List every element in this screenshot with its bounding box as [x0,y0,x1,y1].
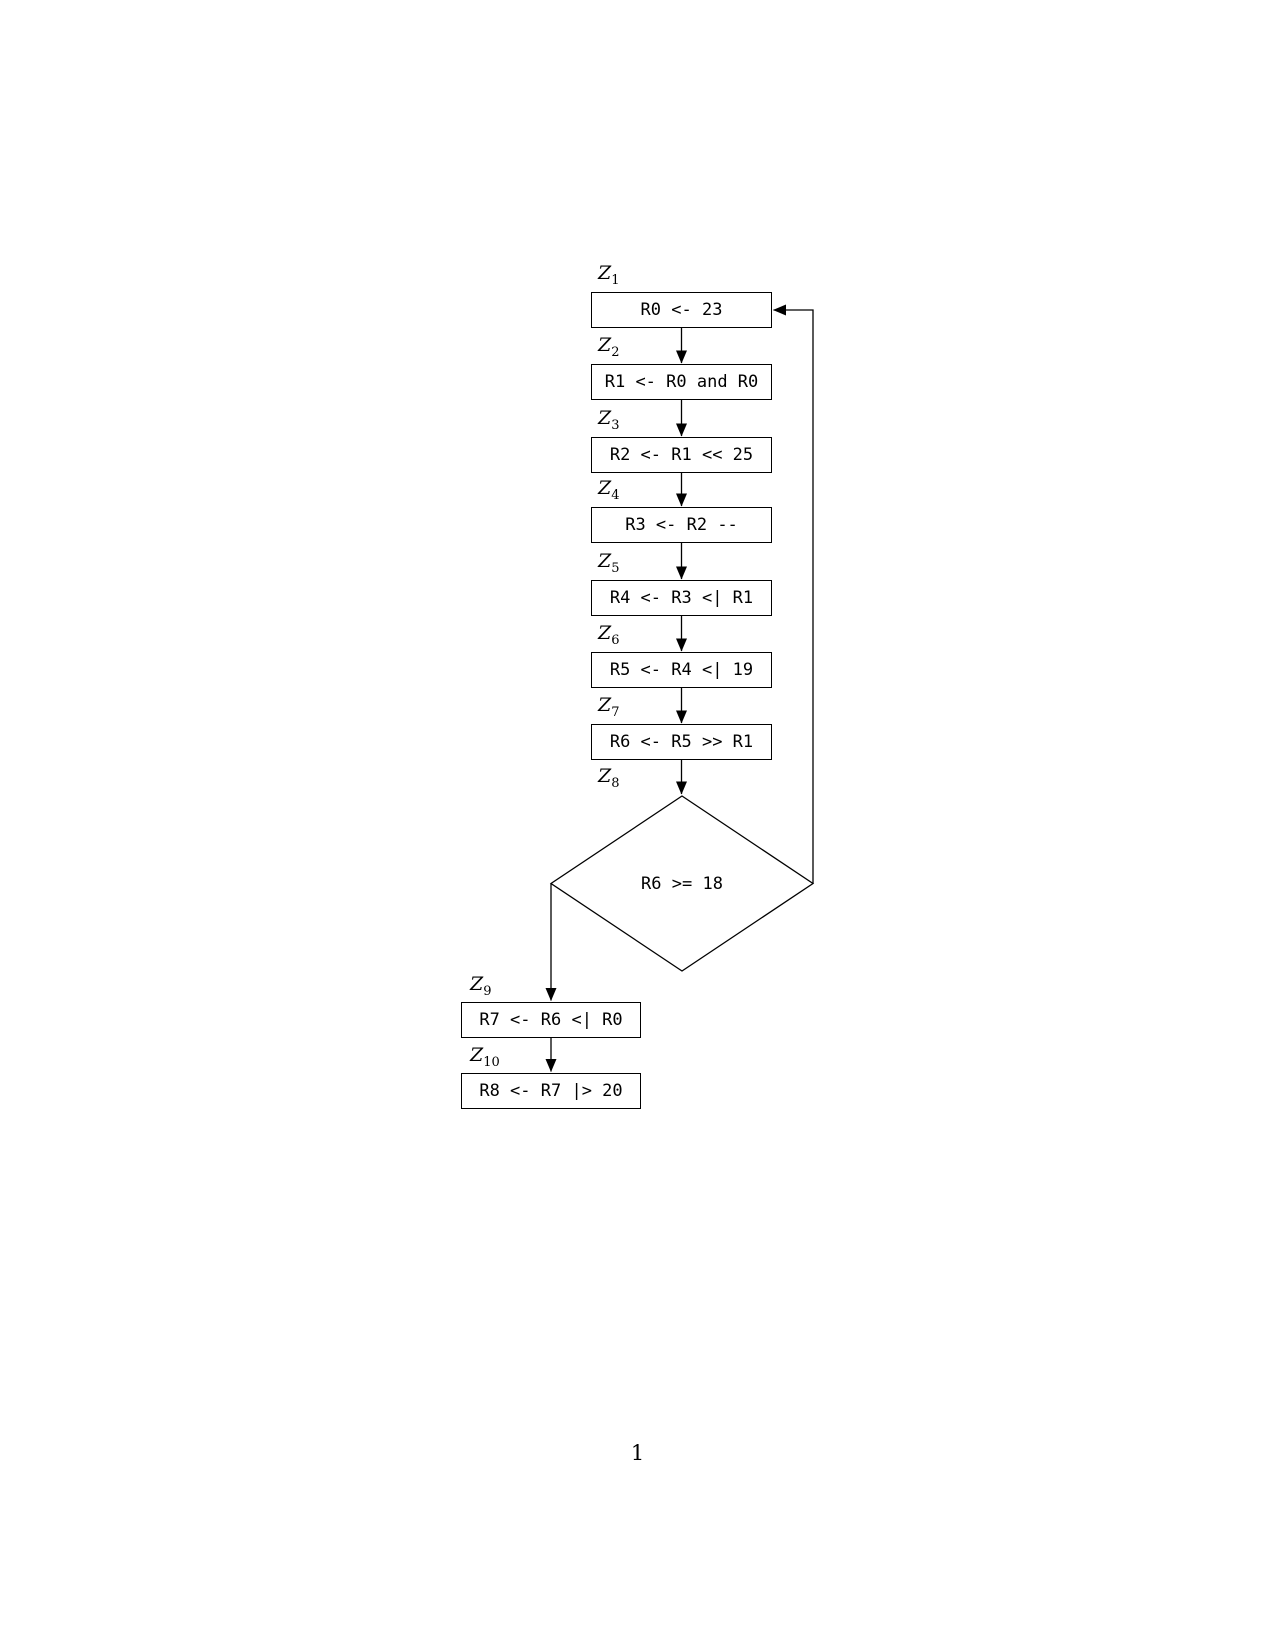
flow-node-z3: R2 <- R1 << 25 [591,437,772,473]
label-letter: Z [470,973,484,995]
label-letter: Z [598,262,612,284]
node-label-z9: Z9 [470,973,491,998]
label-subscript: 7 [611,704,620,720]
flow-node-z5: R4 <- R3 <| R1 [591,580,772,616]
node-label-z3: Z3 [598,407,619,432]
node-text: R6 <- R5 >> R1 [609,731,754,752]
node-label-z2: Z2 [598,334,619,359]
node-text: R0 <- 23 [640,299,723,320]
label-letter: Z [598,765,612,787]
flow-node-z4: R3 <- R2 -- [591,507,772,543]
label-letter: Z [470,1044,484,1066]
edge-z8-z1-loop-back [773,304,814,884]
flow-node-z9: R7 <- R6 <| R0 [461,1002,641,1038]
node-text: R4 <- R3 <| R1 [609,587,754,608]
label-subscript: 6 [611,632,620,648]
label-subscript: 5 [611,560,620,576]
label-letter: Z [598,477,612,499]
label-subscript: 9 [483,983,492,999]
label-letter: Z [598,550,612,572]
flow-node-z1: R0 <- 23 [591,292,772,328]
node-label-z5: Z5 [598,550,619,575]
label-letter: Z [598,334,612,356]
node-text: R8 <- R7 |> 20 [479,1080,623,1101]
node-label-z8: Z8 [598,765,619,790]
label-subscript: 8 [611,775,620,791]
flow-node-z10: R8 <- R7 |> 20 [461,1073,641,1109]
node-text: R3 <- R2 -- [625,514,738,535]
node-text: R7 <- R6 <| R0 [479,1009,623,1030]
node-label-z1: Z1 [598,262,619,287]
label-subscript: 10 [483,1054,500,1070]
decision-diamond-z8 [549,795,815,972]
page-number: 1 [630,1441,645,1465]
label-letter: Z [598,622,612,644]
label-subscript: 3 [611,417,620,433]
label-letter: Z [598,407,612,429]
label-subscript: 4 [611,487,620,503]
node-label-z7: Z7 [598,694,619,719]
label-subscript: 1 [611,272,620,288]
label-letter: Z [598,694,612,716]
decision-condition: R6 >= 18 [641,873,723,894]
node-text: R1 <- R0 and R0 [604,371,759,392]
node-text: R2 <- R1 << 25 [609,444,754,465]
label-subscript: 2 [611,344,620,360]
node-label-z10: Z10 [470,1044,500,1069]
node-label-z6: Z6 [598,622,619,647]
flow-node-z6: R5 <- R4 <| 19 [591,652,772,688]
flow-node-z2: R1 <- R0 and R0 [591,364,772,400]
flow-node-z7: R6 <- R5 >> R1 [591,724,772,760]
decision-text-container: R6 >= 18 [592,872,772,896]
node-label-z4: Z4 [598,477,619,502]
node-text: R5 <- R4 <| 19 [609,659,754,680]
